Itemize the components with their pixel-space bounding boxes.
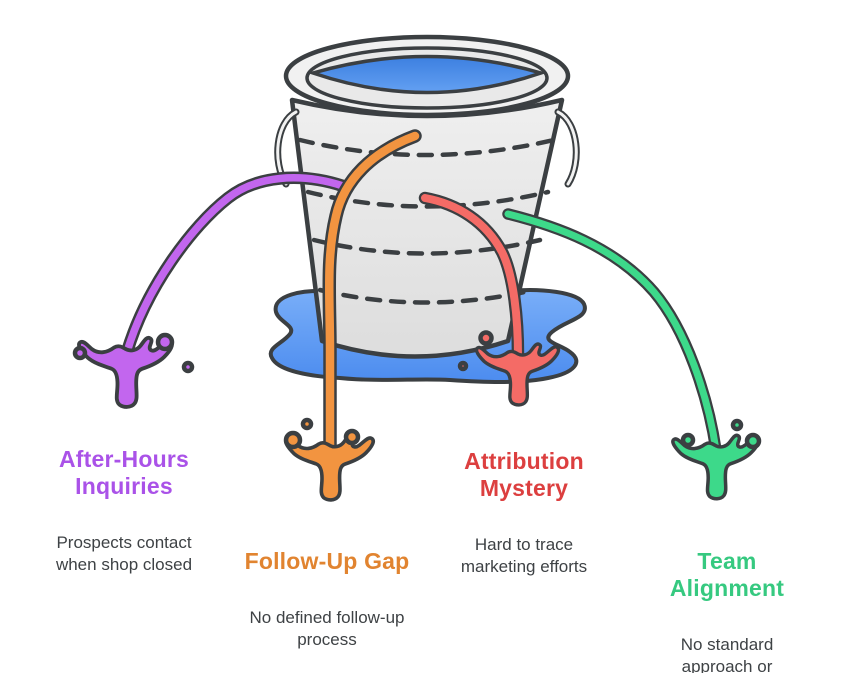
leak-stream-attribution xyxy=(418,191,525,363)
splash-icon-green xyxy=(671,418,762,501)
leak-subtitle: No defined follow-up process xyxy=(249,608,405,649)
leak-title: Team Alignment xyxy=(669,548,785,601)
leak-label-after-hours-inquiries: After-Hours Inquiries Prospects contact … xyxy=(56,428,192,594)
leak-label-attribution-mystery: Attribution Mystery Hard to trace market… xyxy=(461,430,587,596)
leak-stream-team xyxy=(502,208,722,456)
leak-subtitle: Hard to trace marketing efforts xyxy=(460,535,588,576)
leak-subtitle: No standard approach or training xyxy=(680,635,774,673)
splash-icon-purple xyxy=(72,332,195,409)
bucket-handle-right xyxy=(554,108,580,188)
leak-subtitle: Prospects contact when shop closed xyxy=(55,533,193,574)
leak-title: Follow-Up Gap xyxy=(244,548,410,574)
leak-stream-follow-up xyxy=(322,129,422,457)
leak-title: Attribution Mystery xyxy=(464,448,584,501)
leak-label-team-alignment: Team Alignment No standard approach or t… xyxy=(667,530,787,673)
bucket-dash-line xyxy=(311,237,543,256)
bucket-water xyxy=(307,54,547,95)
leak-stream-after-hours xyxy=(120,171,350,359)
leak-title: After-Hours Inquiries xyxy=(59,446,189,499)
splash-icon-orange xyxy=(283,417,376,502)
leak-label-follow-up-gap: Follow-Up Gap No defined follow-up proce… xyxy=(245,530,410,669)
splash-icon-red xyxy=(457,330,561,407)
bucket-dash-line xyxy=(317,287,537,305)
bucket-dash-line xyxy=(297,137,557,158)
